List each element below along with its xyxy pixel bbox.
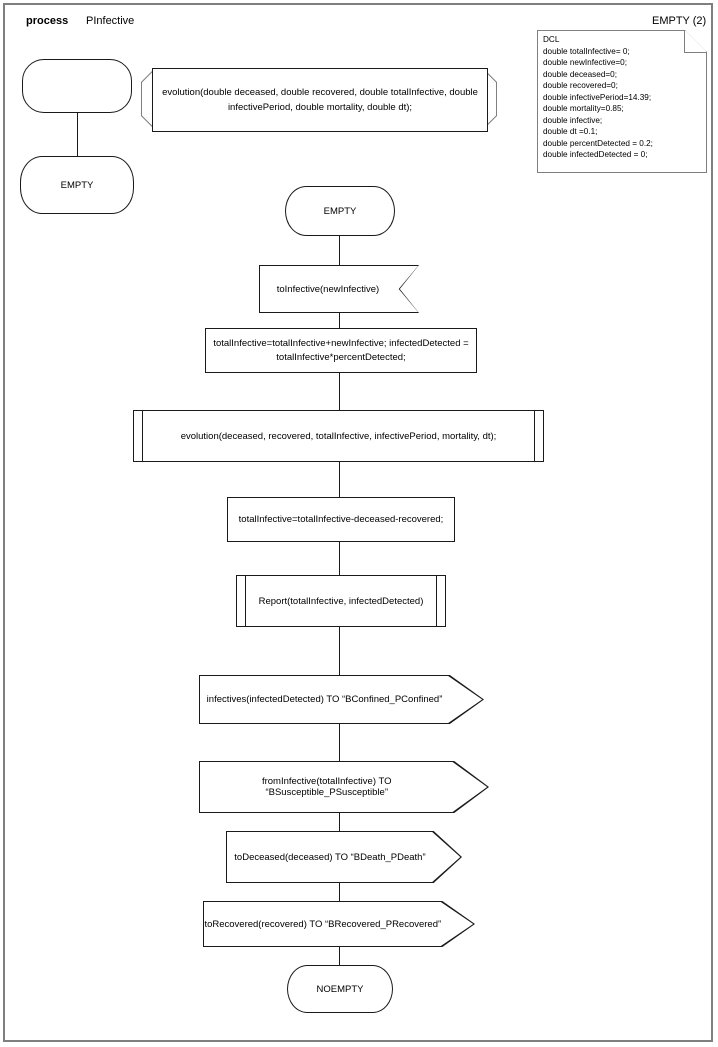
output-symbol-recovered: toRecovered(recovered) TO “BRecovered_PR… [203,901,475,947]
connector-7 [339,724,340,761]
input-symbol-inner: toInfective(newInfective) [260,266,418,312]
connector-2 [339,313,340,328]
output-symbol-confined: infectives(infectedDetected) TO “BConfin… [199,675,484,724]
output-label-susceptible: fromInfective(totalInfective) TO “BSusce… [261,776,392,798]
connector-start-to-empty [77,113,78,156]
connector-9 [339,883,340,901]
declaration-text: DCL double totalInfective= 0; double new… [543,35,653,159]
state-symbol-empty-top: EMPTY [20,156,134,214]
state-symbol-empty: EMPTY [285,186,395,236]
connector-10 [339,947,340,965]
procedure-call-label-report: Report(totalInfective, infectedDetected) [258,595,424,607]
page-label: EMPTY (2) [652,15,707,27]
state-label: EMPTY [60,179,94,191]
output-symbol-inner-confined: infectives(infectedDetected) TO “BConfin… [200,676,483,723]
output-symbol-death: toDeceased(deceased) TO “BDeath_PDeath” [226,831,462,883]
output-label-recovered: toRecovered(recovered) TO “BRecovered_PR… [204,918,442,930]
state-label-empty: EMPTY [323,205,357,217]
procedure-call-evolution: evolution(deceased, recovered, totalInfe… [133,410,544,462]
output-symbol-inner-death: toDeceased(deceased) TO “BDeath_PDeath” [227,832,461,882]
connector-1 [339,236,340,265]
process-name: PInfective [86,15,135,27]
procedure-declaration-box: evolution(double deceased, double recove… [152,68,488,132]
task-symbol-subtract: totalInfective=totalInfective-deceased-r… [227,497,455,542]
output-label-confined: infectives(infectedDetected) TO “BConfin… [206,694,443,705]
procedure-declaration-text: evolution(double deceased, double recove… [162,87,478,113]
state-label-noempty: NOEMPTY [316,983,364,995]
procedure-call-label-evolution: evolution(deceased, recovered, totalInfe… [180,430,497,442]
declaration-note: DCL double totalInfective= 0; double new… [537,30,707,173]
start-symbol [22,59,132,113]
connector-5 [339,542,340,575]
output-label-death: toDeceased(deceased) TO “BDeath_PDeath” [234,851,426,863]
input-symbol-toinfective: toInfective(newInfective) [259,265,419,313]
connector-8 [339,813,340,831]
connector-3 [339,373,340,410]
task-label-subtract: totalInfective=totalInfective-deceased-r… [238,513,444,525]
state-symbol-noempty: NOEMPTY [287,965,393,1013]
output-symbol-inner-susceptible: fromInfective(totalInfective) TO “BSusce… [200,762,488,812]
diagram-keyword: process [26,15,69,27]
input-label: toInfective(newInfective) [276,283,380,295]
task-label-accumulate: totalInfective=totalInfective+newInfecti… [213,337,469,363]
connector-6 [339,627,340,675]
output-symbol-susceptible: fromInfective(totalInfective) TO “BSusce… [199,761,489,813]
page-border [3,3,713,1042]
connector-4 [339,462,340,497]
task-symbol-accumulate: totalInfective=totalInfective+newInfecti… [205,328,477,373]
output-symbol-inner-recovered: toRecovered(recovered) TO “BRecovered_PR… [204,902,474,946]
procedure-call-report: Report(totalInfective, infectedDetected) [236,575,446,627]
note-fill [538,31,706,172]
